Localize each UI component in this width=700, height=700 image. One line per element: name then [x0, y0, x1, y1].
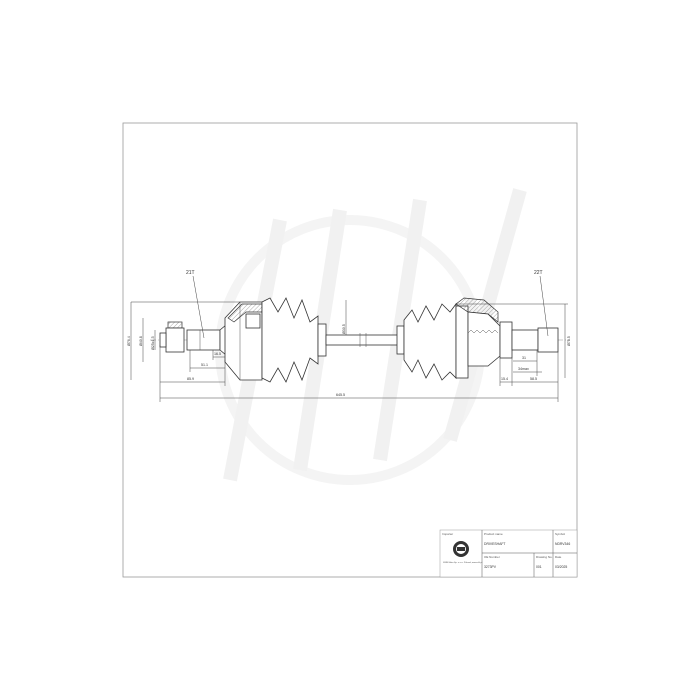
dim-left-thread: Ø25x1.5 — [151, 336, 155, 350]
dim-right-stub-length: 58.5 — [530, 377, 537, 381]
dim-left-stub-length: 51.1 — [201, 363, 208, 367]
dim-right-max-length: 34max — [518, 367, 529, 371]
date-label: Date — [555, 555, 562, 559]
drawing-frame — [122, 122, 578, 578]
left-boot — [261, 297, 327, 383]
drive-shaft-bar — [325, 334, 403, 346]
right-spline-label: 22T — [534, 270, 543, 276]
left-cv-joint — [224, 301, 263, 381]
symbol-value: NDRV346 — [555, 542, 570, 546]
dim-right-outer-diameter: Ø75.5 — [567, 336, 571, 346]
date-value: 03/2025 — [555, 565, 567, 569]
importer-label: Importer — [442, 532, 453, 536]
importer-logo — [453, 541, 469, 557]
drawing-no-label: Drawing No. — [536, 555, 553, 559]
oe-number: 3273PV — [484, 565, 497, 569]
dim-overall-length: 645.5 — [336, 393, 345, 397]
importer-text: SWB Moto Sp. z o.o. Poland, www.skf.pl — [443, 561, 483, 564]
spline-callouts: 21T 22T — [186, 270, 549, 339]
right-tripod-joint — [455, 297, 559, 379]
oe-number-label: OE Number — [484, 555, 500, 559]
drawing-no: 001 — [536, 565, 542, 569]
dim-right-spline-length: 31 — [522, 356, 526, 360]
symbol-label: Symbol — [555, 532, 565, 536]
dim-right-flange: 15.4 — [501, 377, 508, 381]
dimension-labels: 645.5 85.9 51.1 16.5 15.4 58.5 31 34max … — [127, 324, 571, 397]
dimension-lines — [130, 300, 568, 402]
dim-left-spline-length: 16.5 — [214, 352, 221, 356]
dim-left-outer-diameter: Ø76.4 — [127, 336, 131, 346]
right-boot — [396, 302, 457, 381]
product-name: DRIVESHAFT — [484, 542, 505, 546]
left-spline-label: 21T — [186, 270, 195, 276]
dim-left-joint-length: 85.9 — [187, 377, 194, 381]
dim-shaft-diameter: Ø30.5 — [342, 324, 346, 334]
dim-left-seat-diameter: Ø40.8 — [139, 336, 143, 346]
product-name-label: Product name — [484, 532, 503, 536]
title-block: Importer SWB Moto Sp. z o.o. Poland, www… — [439, 529, 578, 578]
